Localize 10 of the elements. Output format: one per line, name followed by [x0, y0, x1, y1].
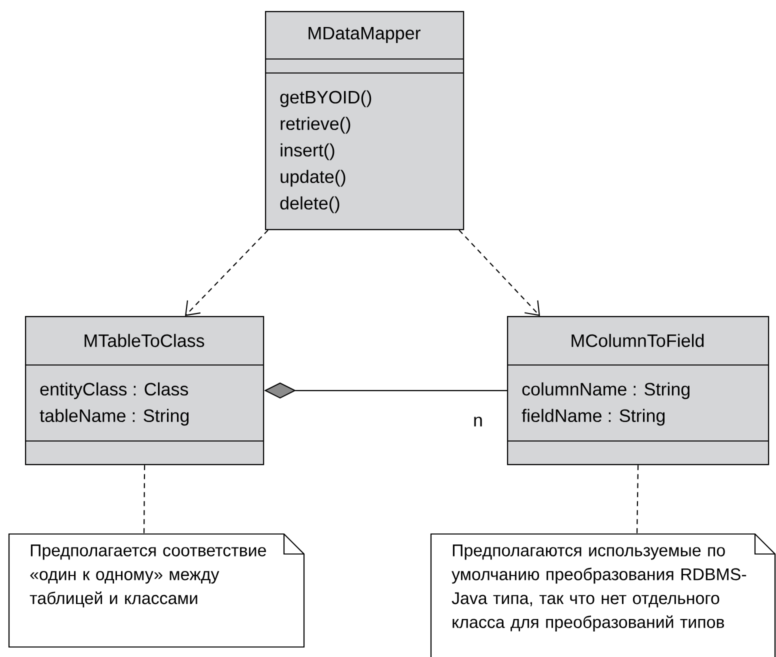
class-box: MTableToClass entityClass : Class tableName : String	[25, 316, 264, 466]
class-box: MColumnToField columnName : String fieldName : String	[507, 316, 770, 466]
dependency-arrow	[185, 230, 268, 316]
note-box: Предполагаются используемые по умолчанию преобразования RDBMS-Java типа, так что нет отдельного класса для преобразований типов	[430, 533, 776, 657]
class-box: MDataMapper getBYOID() retrieve() insert() update() delete()	[265, 11, 464, 230]
note-link	[636, 465, 639, 534]
dependency-arrow	[458, 230, 540, 316]
note-box: Предполагается соответствие «один к одному» между таблицей и классами	[8, 533, 305, 648]
multiplicity-label: n	[472, 416, 484, 428]
note-link	[143, 465, 146, 534]
